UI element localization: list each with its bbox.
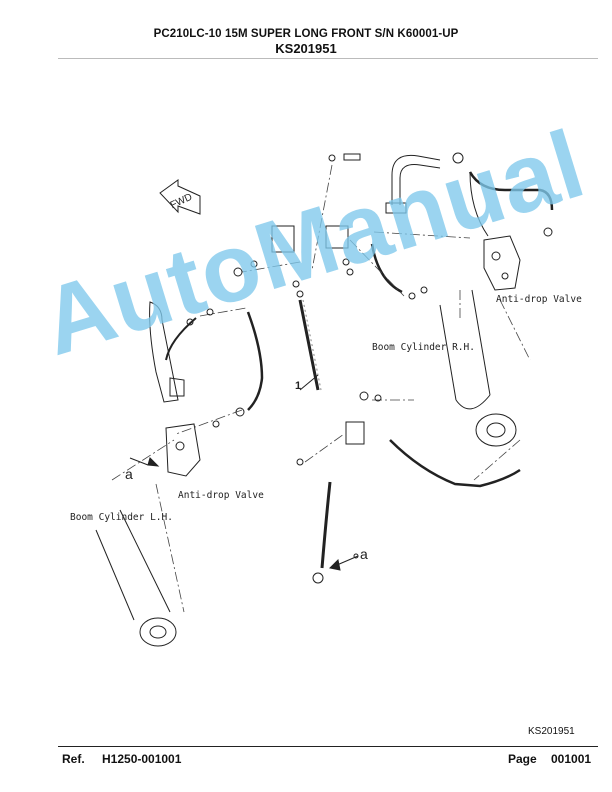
anti-drop-valve-left xyxy=(165,423,201,477)
fwd-arrow-icon xyxy=(159,179,201,215)
label-anti-drop-valve-left: Anti-drop Valve xyxy=(178,490,264,501)
small-fittings xyxy=(186,258,428,559)
page-code: KS201951 xyxy=(275,41,337,56)
hose-top-right xyxy=(468,171,554,211)
ref-letter-bottom: a xyxy=(360,546,368,562)
hose-center-left xyxy=(246,311,264,411)
arrow-a-left-icon xyxy=(129,457,160,467)
tube-right xyxy=(469,171,489,237)
page-title: PC210LC-10 15M SUPER LONG FRONT S/N K600… xyxy=(153,28,459,40)
footer-ref-label: Ref. xyxy=(62,752,85,766)
header-divider xyxy=(58,58,598,59)
callout-leader xyxy=(299,374,319,391)
fitting-icon xyxy=(543,227,553,237)
lower-fitting-icon xyxy=(312,572,324,584)
block-bracket-3 xyxy=(345,421,365,445)
footer-page-value: 001001 xyxy=(551,752,592,766)
bent-tube xyxy=(385,154,441,214)
label-boom-cylinder-lh: Boom Cylinder L.H. xyxy=(70,512,173,523)
boom-cylinder-rh xyxy=(439,289,517,447)
footer-ref-value: H1250-001001 xyxy=(102,752,182,766)
footer-divider xyxy=(58,746,598,747)
arrow-a-bottom-icon xyxy=(328,555,359,571)
footer-page-label: Page xyxy=(508,752,537,766)
drawing-code: KS201951 xyxy=(528,726,575,737)
item-callout: 1 xyxy=(295,380,302,392)
boom-cylinder-lh xyxy=(95,509,177,647)
block-bracket-2 xyxy=(325,225,349,249)
label-boom-cylinder-rh: Boom Cylinder R.H. xyxy=(372,342,475,353)
hose-lower-right xyxy=(389,439,521,488)
boom-frame-left xyxy=(149,301,185,403)
ref-letter-left: a xyxy=(125,466,133,482)
block-bracket-1 xyxy=(271,225,295,253)
anti-drop-valve-right xyxy=(483,235,521,291)
bolt-icon xyxy=(328,153,361,162)
hose-left-upper xyxy=(165,317,197,361)
hose-center-right xyxy=(370,243,403,294)
leader-lines xyxy=(111,164,531,613)
hose-lower xyxy=(320,481,332,569)
elbow-fitting-icon xyxy=(452,152,464,164)
label-anti-drop-valve-right: Anti-drop Valve xyxy=(496,294,582,305)
hose-item-1 xyxy=(298,299,320,391)
